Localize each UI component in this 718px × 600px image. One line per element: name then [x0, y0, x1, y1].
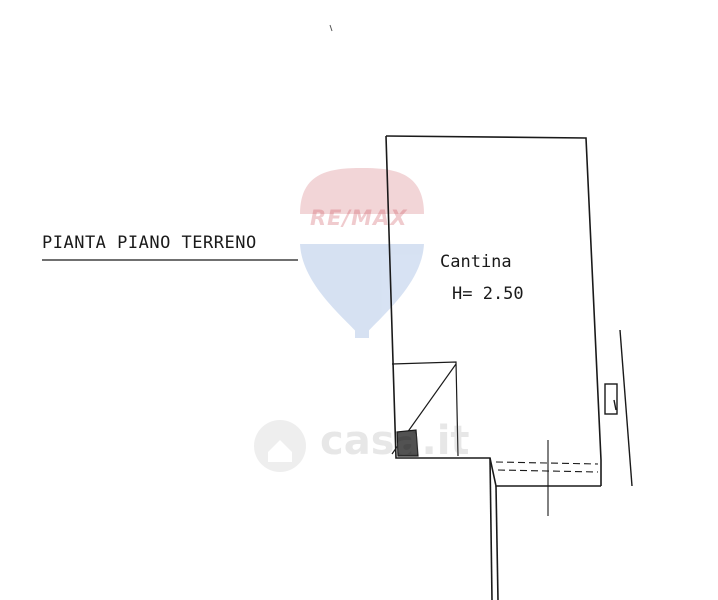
- window-icon: [604, 383, 618, 415]
- right-wall: [604, 329, 633, 487]
- plan-title: PIANTA PIANO TERRENO: [42, 233, 257, 253]
- room-height-label: H= 2.50: [452, 284, 524, 304]
- casa-watermark-text: casa.it: [320, 418, 470, 464]
- dashed-opening: [495, 461, 599, 473]
- scan-mark: [329, 24, 333, 32]
- remax-balloon-watermark: [300, 168, 424, 338]
- corridor-walls: [489, 457, 499, 600]
- casa-logo-icon: [254, 420, 306, 472]
- remax-watermark-text: RE/MAX: [310, 206, 408, 230]
- staircase: [391, 361, 459, 457]
- room-name-label: Cantina: [440, 252, 512, 272]
